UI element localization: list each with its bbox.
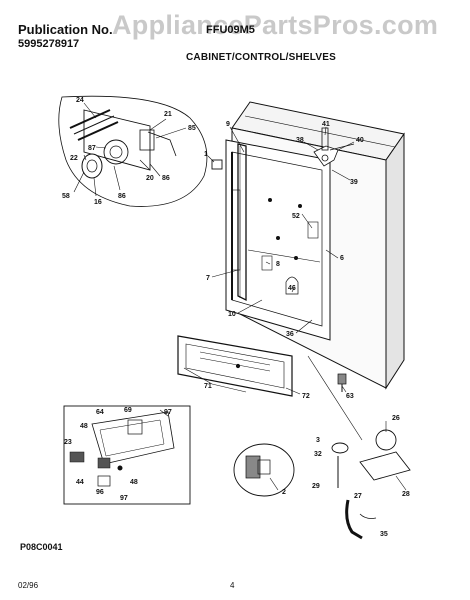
callout-32: 32 [314, 451, 322, 458]
callout-labels: 24 21 85 87 22 20 86 86 58 16 1 9 41 38 … [62, 97, 410, 538]
model-number: FFU09M5 [206, 24, 255, 36]
callout-96: 96 [96, 489, 104, 496]
callout-21: 21 [164, 111, 172, 118]
callout-38: 38 [296, 137, 304, 144]
part-code: P08C0041 [20, 542, 63, 552]
control-inset [63, 405, 191, 505]
leader-lines [73, 102, 407, 491]
control-box-detail [58, 95, 208, 207]
callout-7: 7 [206, 275, 210, 282]
callout-36: 36 [286, 331, 294, 338]
callout-85: 85 [188, 125, 196, 132]
page-number: 4 [230, 581, 235, 590]
callout-86a: 86 [162, 175, 170, 182]
callout-48b: 48 [130, 479, 138, 486]
callout-22: 22 [70, 155, 78, 162]
callout-9: 9 [226, 121, 230, 128]
callout-40: 40 [356, 137, 364, 144]
leveling-leg [337, 373, 347, 392]
callout-97a: 97 [164, 409, 172, 416]
callout-97b: 97 [120, 495, 128, 502]
callout-87: 87 [88, 145, 96, 152]
callout-41: 41 [322, 121, 330, 128]
callout-64: 64 [96, 409, 104, 416]
callout-26: 26 [392, 415, 400, 422]
callout-69: 69 [124, 407, 132, 414]
callout-58: 58 [62, 193, 70, 200]
callout-86b: 86 [118, 193, 126, 200]
base-grille [177, 335, 293, 397]
callout-63: 63 [346, 393, 354, 400]
top-hinge [313, 127, 355, 167]
callout-16: 16 [94, 199, 102, 206]
callout-48a: 48 [80, 423, 88, 430]
callout-2: 2 [282, 489, 286, 496]
callout-27: 27 [354, 493, 362, 500]
drain-fitting [233, 443, 295, 497]
callout-3: 3 [316, 437, 320, 444]
door-liner [225, 139, 331, 341]
callout-24: 24 [76, 97, 84, 104]
callout-10: 10 [228, 311, 236, 318]
callout-28: 28 [402, 491, 410, 498]
callout-29: 29 [312, 483, 320, 490]
callout-8: 8 [276, 261, 280, 268]
publication-date: 02/96 [18, 581, 39, 590]
publication-label: Publication No. [18, 22, 113, 37]
callout-35: 35 [380, 531, 388, 538]
publication-number: 5995278917 [18, 38, 80, 50]
callout-6: 6 [340, 255, 344, 262]
callout-44: 44 [76, 479, 84, 486]
callout-46: 46 [288, 285, 296, 292]
callout-52: 52 [292, 213, 300, 220]
callout-39: 39 [350, 179, 358, 186]
callout-20: 20 [146, 175, 154, 182]
drain-tube-assembly [331, 429, 411, 540]
door-gasket [237, 143, 247, 302]
callout-72: 72 [302, 393, 310, 400]
callout-1: 1 [204, 151, 208, 158]
thermostat-knob [211, 159, 223, 170]
callout-23: 23 [64, 439, 72, 446]
watermark: AppliancePartsPros.com [112, 10, 439, 40]
section-title: CABINET/CONTROL/SHELVES [186, 52, 336, 63]
callout-71: 71 [204, 383, 212, 390]
